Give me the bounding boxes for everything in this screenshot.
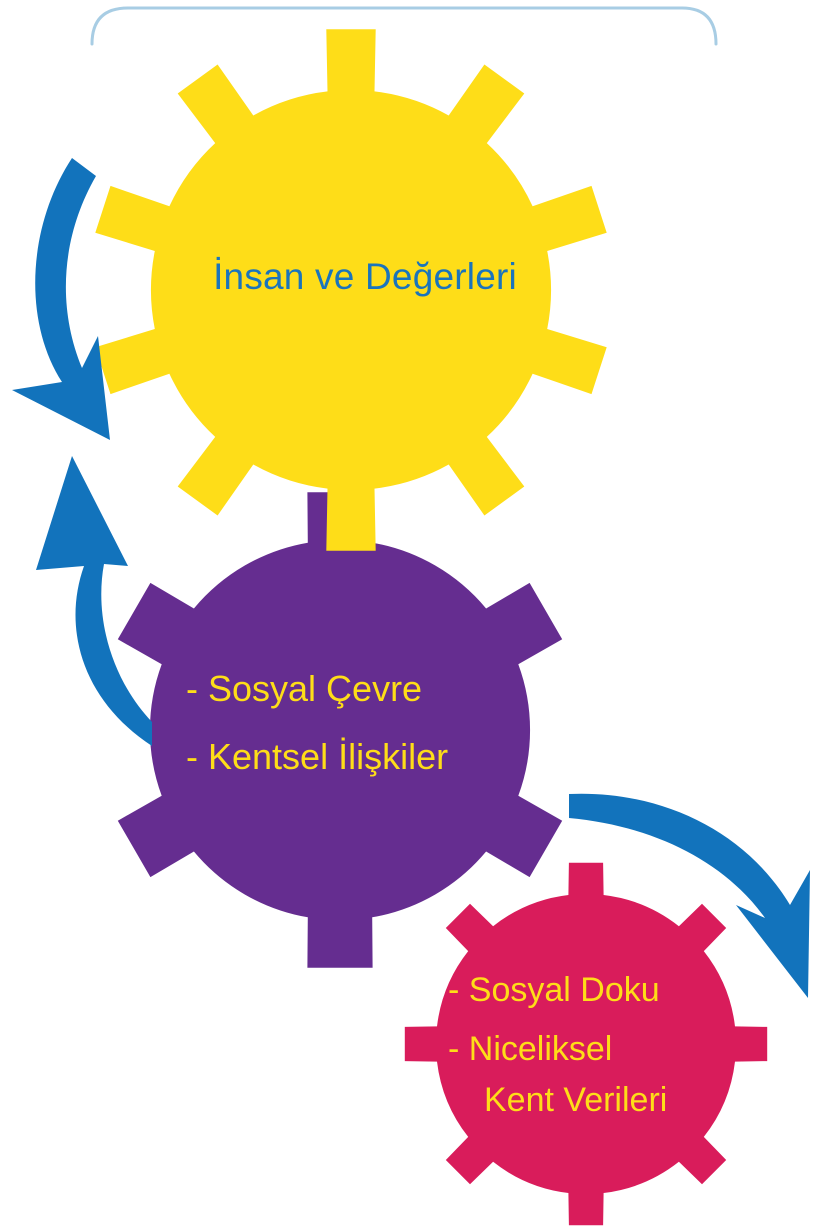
gear-top-label: İnsan ve Değerleri	[213, 256, 517, 297]
gear-bottom-line-2: - Niceliksel	[448, 1030, 613, 1068]
top-bracket	[90, 6, 718, 46]
gear-middle-line-2: - Kentsel İlişkiler	[186, 736, 449, 777]
gear-bottom-icon	[404, 862, 768, 1226]
gear-bottom-line-3: Kent Verileri	[484, 1081, 668, 1119]
top-left-arrow-icon	[12, 158, 110, 440]
middle-left-arrow-icon	[36, 456, 152, 746]
gear-bottom-line-1: - Sosyal Doku	[448, 971, 660, 1009]
gear-middle-icon	[117, 492, 563, 968]
gear-middle-line-1: - Sosyal Çevre	[186, 668, 423, 709]
right-arrow-icon	[569, 793, 810, 998]
gear-top-icon	[95, 29, 607, 551]
